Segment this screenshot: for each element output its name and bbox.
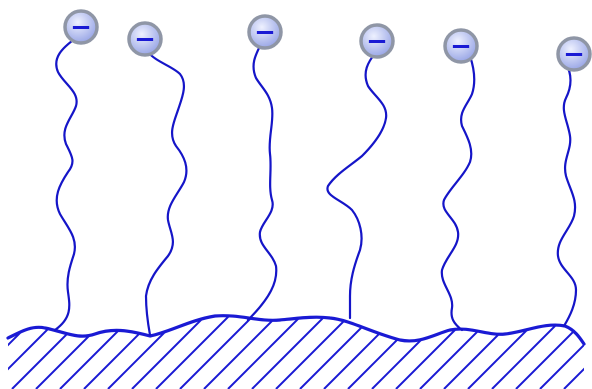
hatch-line xyxy=(395,315,477,389)
hatch-line xyxy=(563,315,584,389)
hatch-line xyxy=(131,315,213,389)
hatch-line xyxy=(8,315,45,389)
charged-end-group-2: − xyxy=(127,21,163,57)
hatch-line xyxy=(11,315,93,389)
minus-sign-icon: − xyxy=(134,25,156,55)
hatch-line xyxy=(491,315,573,389)
polymer-chain-1 xyxy=(53,36,78,332)
charged-end-group-3: − xyxy=(247,14,283,50)
substrate-surface-line xyxy=(6,314,586,346)
hatch-line xyxy=(588,309,592,389)
hatch-line xyxy=(8,315,21,389)
hatch-line xyxy=(35,315,117,389)
hatch-line xyxy=(275,315,357,389)
charged-end-group-6: − xyxy=(556,36,592,72)
hatch-line xyxy=(251,315,333,389)
charged-end-group-4: − xyxy=(359,23,395,59)
hatch-line xyxy=(371,315,453,389)
hatch-line xyxy=(347,315,429,389)
minus-sign-icon: − xyxy=(563,40,585,70)
polymer-chain-6 xyxy=(556,62,578,328)
polymer-chain-3 xyxy=(246,40,278,322)
hatch-line xyxy=(83,315,165,389)
hatch-line xyxy=(227,315,309,389)
charged-end-group-5: − xyxy=(443,28,479,64)
hatch-line xyxy=(419,315,501,389)
hatch-line xyxy=(323,315,405,389)
hatch-line xyxy=(179,315,261,389)
polymer-chain-4 xyxy=(326,50,388,320)
minus-sign-icon: − xyxy=(450,32,472,62)
minus-sign-icon: − xyxy=(254,18,276,48)
hatch-line xyxy=(59,315,141,389)
hatch-line xyxy=(8,315,69,389)
substrate-hatching xyxy=(8,309,592,389)
charged-end-group-1: − xyxy=(63,9,99,45)
hatch-line xyxy=(155,315,237,389)
minus-sign-icon: − xyxy=(366,27,388,57)
hatch-line xyxy=(203,315,285,389)
polymer-chain-5 xyxy=(440,54,476,332)
polymer-chain-2 xyxy=(144,50,188,337)
hatch-line xyxy=(539,315,584,389)
hatch-line xyxy=(467,315,549,389)
hatch-line xyxy=(443,315,525,389)
minus-sign-icon: − xyxy=(70,13,92,43)
